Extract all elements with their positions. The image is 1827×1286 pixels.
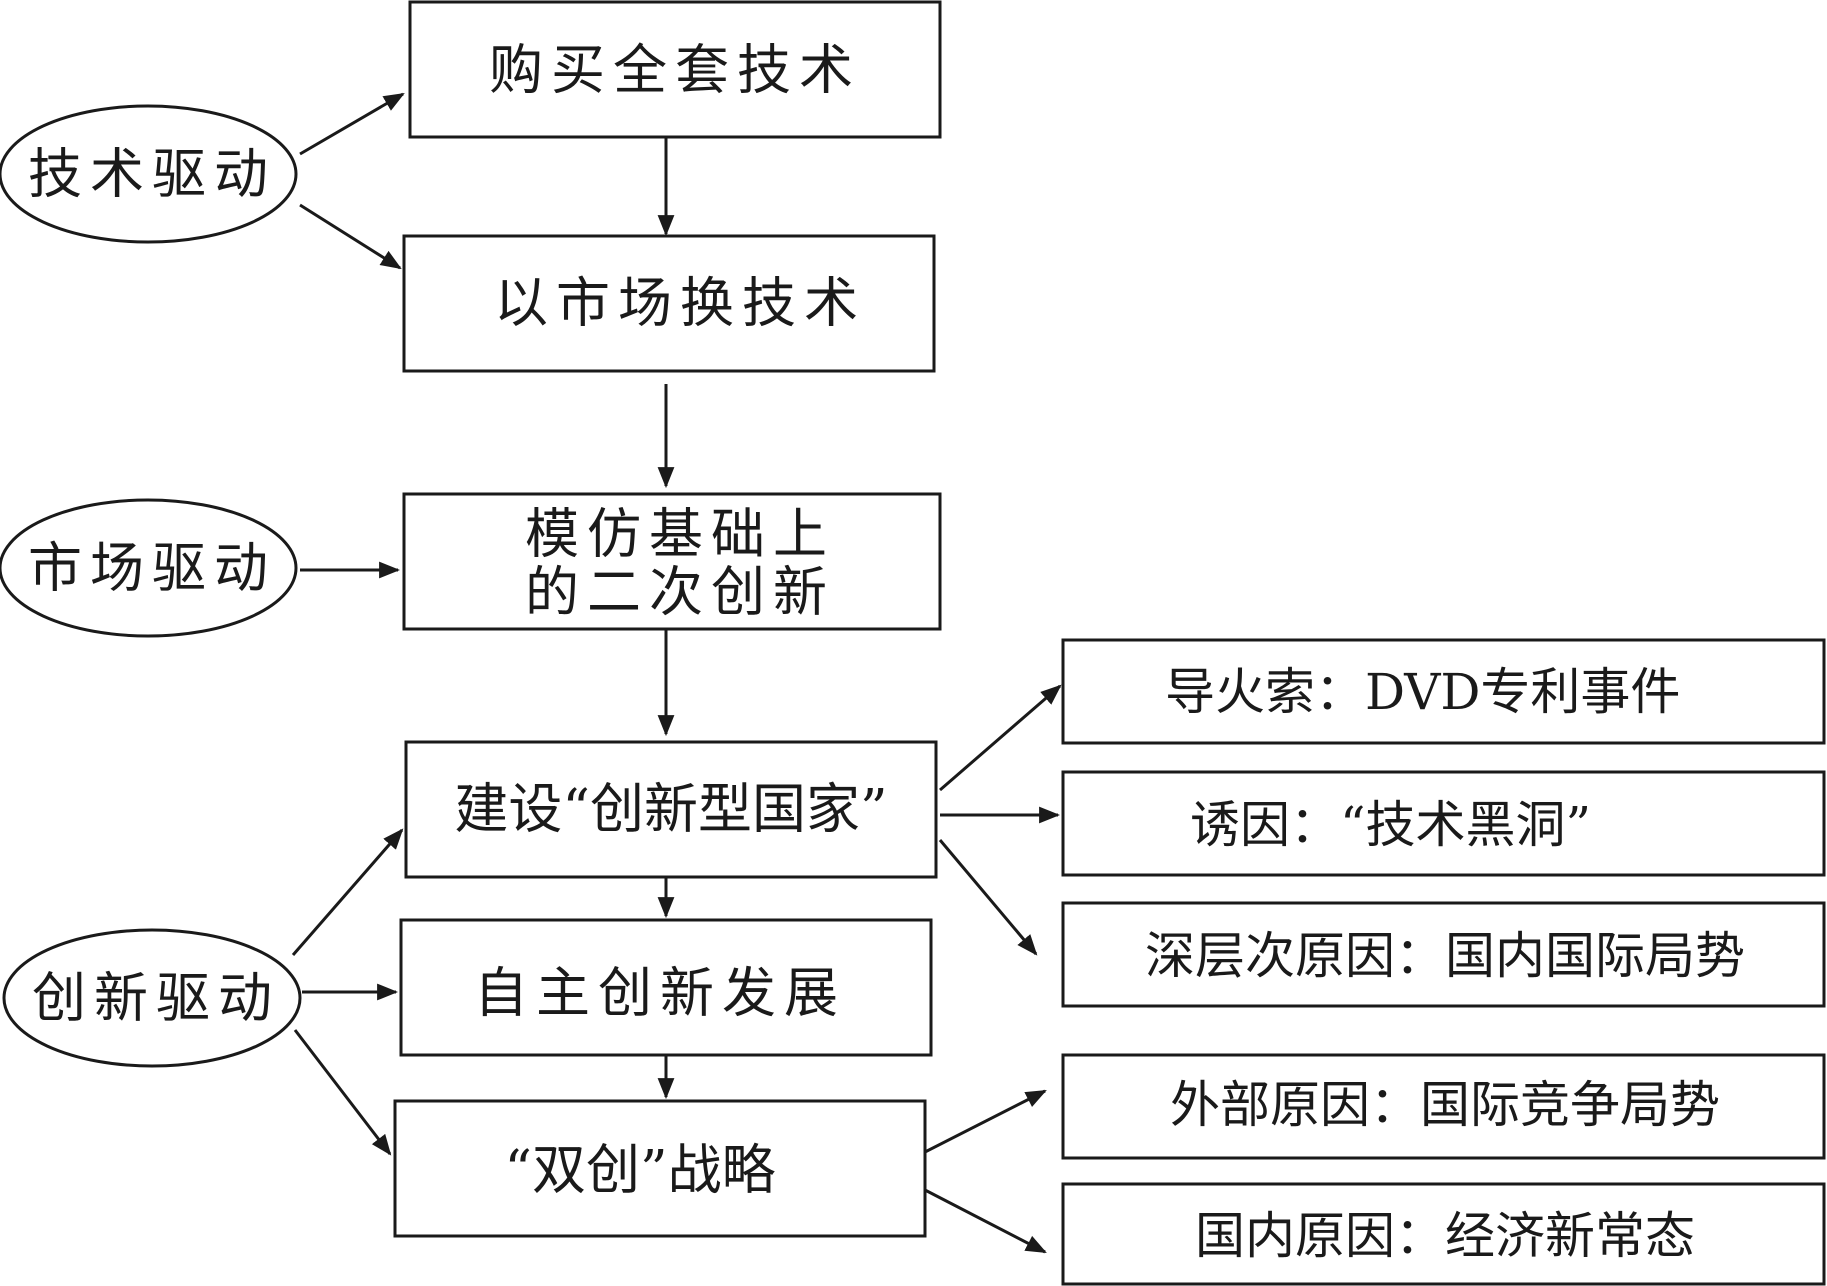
- box-cause-external: 外部原因：国际竞争局势: [1061, 1053, 1826, 1160]
- box-imitation: 模仿基础上 的二次创新: [402, 492, 942, 631]
- box-cause-domestic: 国内原因：经济新常态: [1061, 1182, 1826, 1286]
- box-cause-fuse: 导火索：DVD专利事件: [1061, 638, 1826, 745]
- arrow-innovation-to-dual: [293, 1029, 392, 1156]
- oval-tech-driven: 技术驱动: [0, 104, 298, 244]
- box-dual-innovation: “双创”战略: [393, 1099, 927, 1238]
- box-cause-fuse-label: 导火索：DVD专利事件: [1165, 663, 1680, 721]
- box-innovative-country-label: 建设“创新型国家”: [454, 778, 887, 841]
- box-market-for-tech-label: 以市场换技术: [494, 272, 866, 335]
- box-cause-external-label: 外部原因：国际竞争局势: [1170, 1076, 1720, 1134]
- arrow-dual-to-external: [924, 1089, 1047, 1154]
- box-dual-innovation-label: “双创”战略: [504, 1139, 775, 1202]
- box-cause-deep: 深层次原因：国内国际局势: [1061, 901, 1826, 1008]
- box-cause-deep-label: 深层次原因：国内国际局势: [1145, 927, 1745, 985]
- box-cause-inducement: 诱因：“技术黑洞”: [1061, 770, 1826, 877]
- box-imitation-label-2: 的二次创新: [525, 561, 835, 624]
- oval-tech-driven-label: 技术驱动: [28, 143, 276, 206]
- box-buy-tech: 购买全套技术: [408, 0, 942, 139]
- arrow-country-to-deep: [938, 839, 1038, 956]
- oval-market-driven-label: 市场驱动: [28, 537, 276, 600]
- oval-market-driven: 市场驱动: [0, 498, 298, 638]
- box-cause-inducement-label: 诱因：“技术黑洞”: [1190, 796, 1591, 854]
- box-buy-tech-label: 购买全套技术: [489, 39, 861, 102]
- box-market-for-tech: 以市场换技术: [402, 234, 936, 373]
- arrow-tech-to-buy: [299, 92, 405, 156]
- box-innovative-country: 建设“创新型国家”: [404, 740, 938, 879]
- box-imitation-label-1: 模仿基础上: [525, 503, 835, 566]
- arrow-innovation-to-country: [291, 828, 404, 956]
- arrow-dual-to-domestic: [924, 1188, 1047, 1254]
- box-independent-label: 自主创新发展: [474, 962, 846, 1025]
- oval-innovation-driven-label: 创新驱动: [32, 967, 280, 1030]
- arrow-tech-to-market: [299, 203, 402, 270]
- oval-innovation-driven: 创新驱动: [2, 928, 302, 1068]
- box-independent: 自主创新发展: [399, 918, 933, 1057]
- box-cause-domestic-label: 国内原因：经济新常态: [1195, 1207, 1695, 1265]
- arrow-country-to-fuse: [939, 684, 1062, 792]
